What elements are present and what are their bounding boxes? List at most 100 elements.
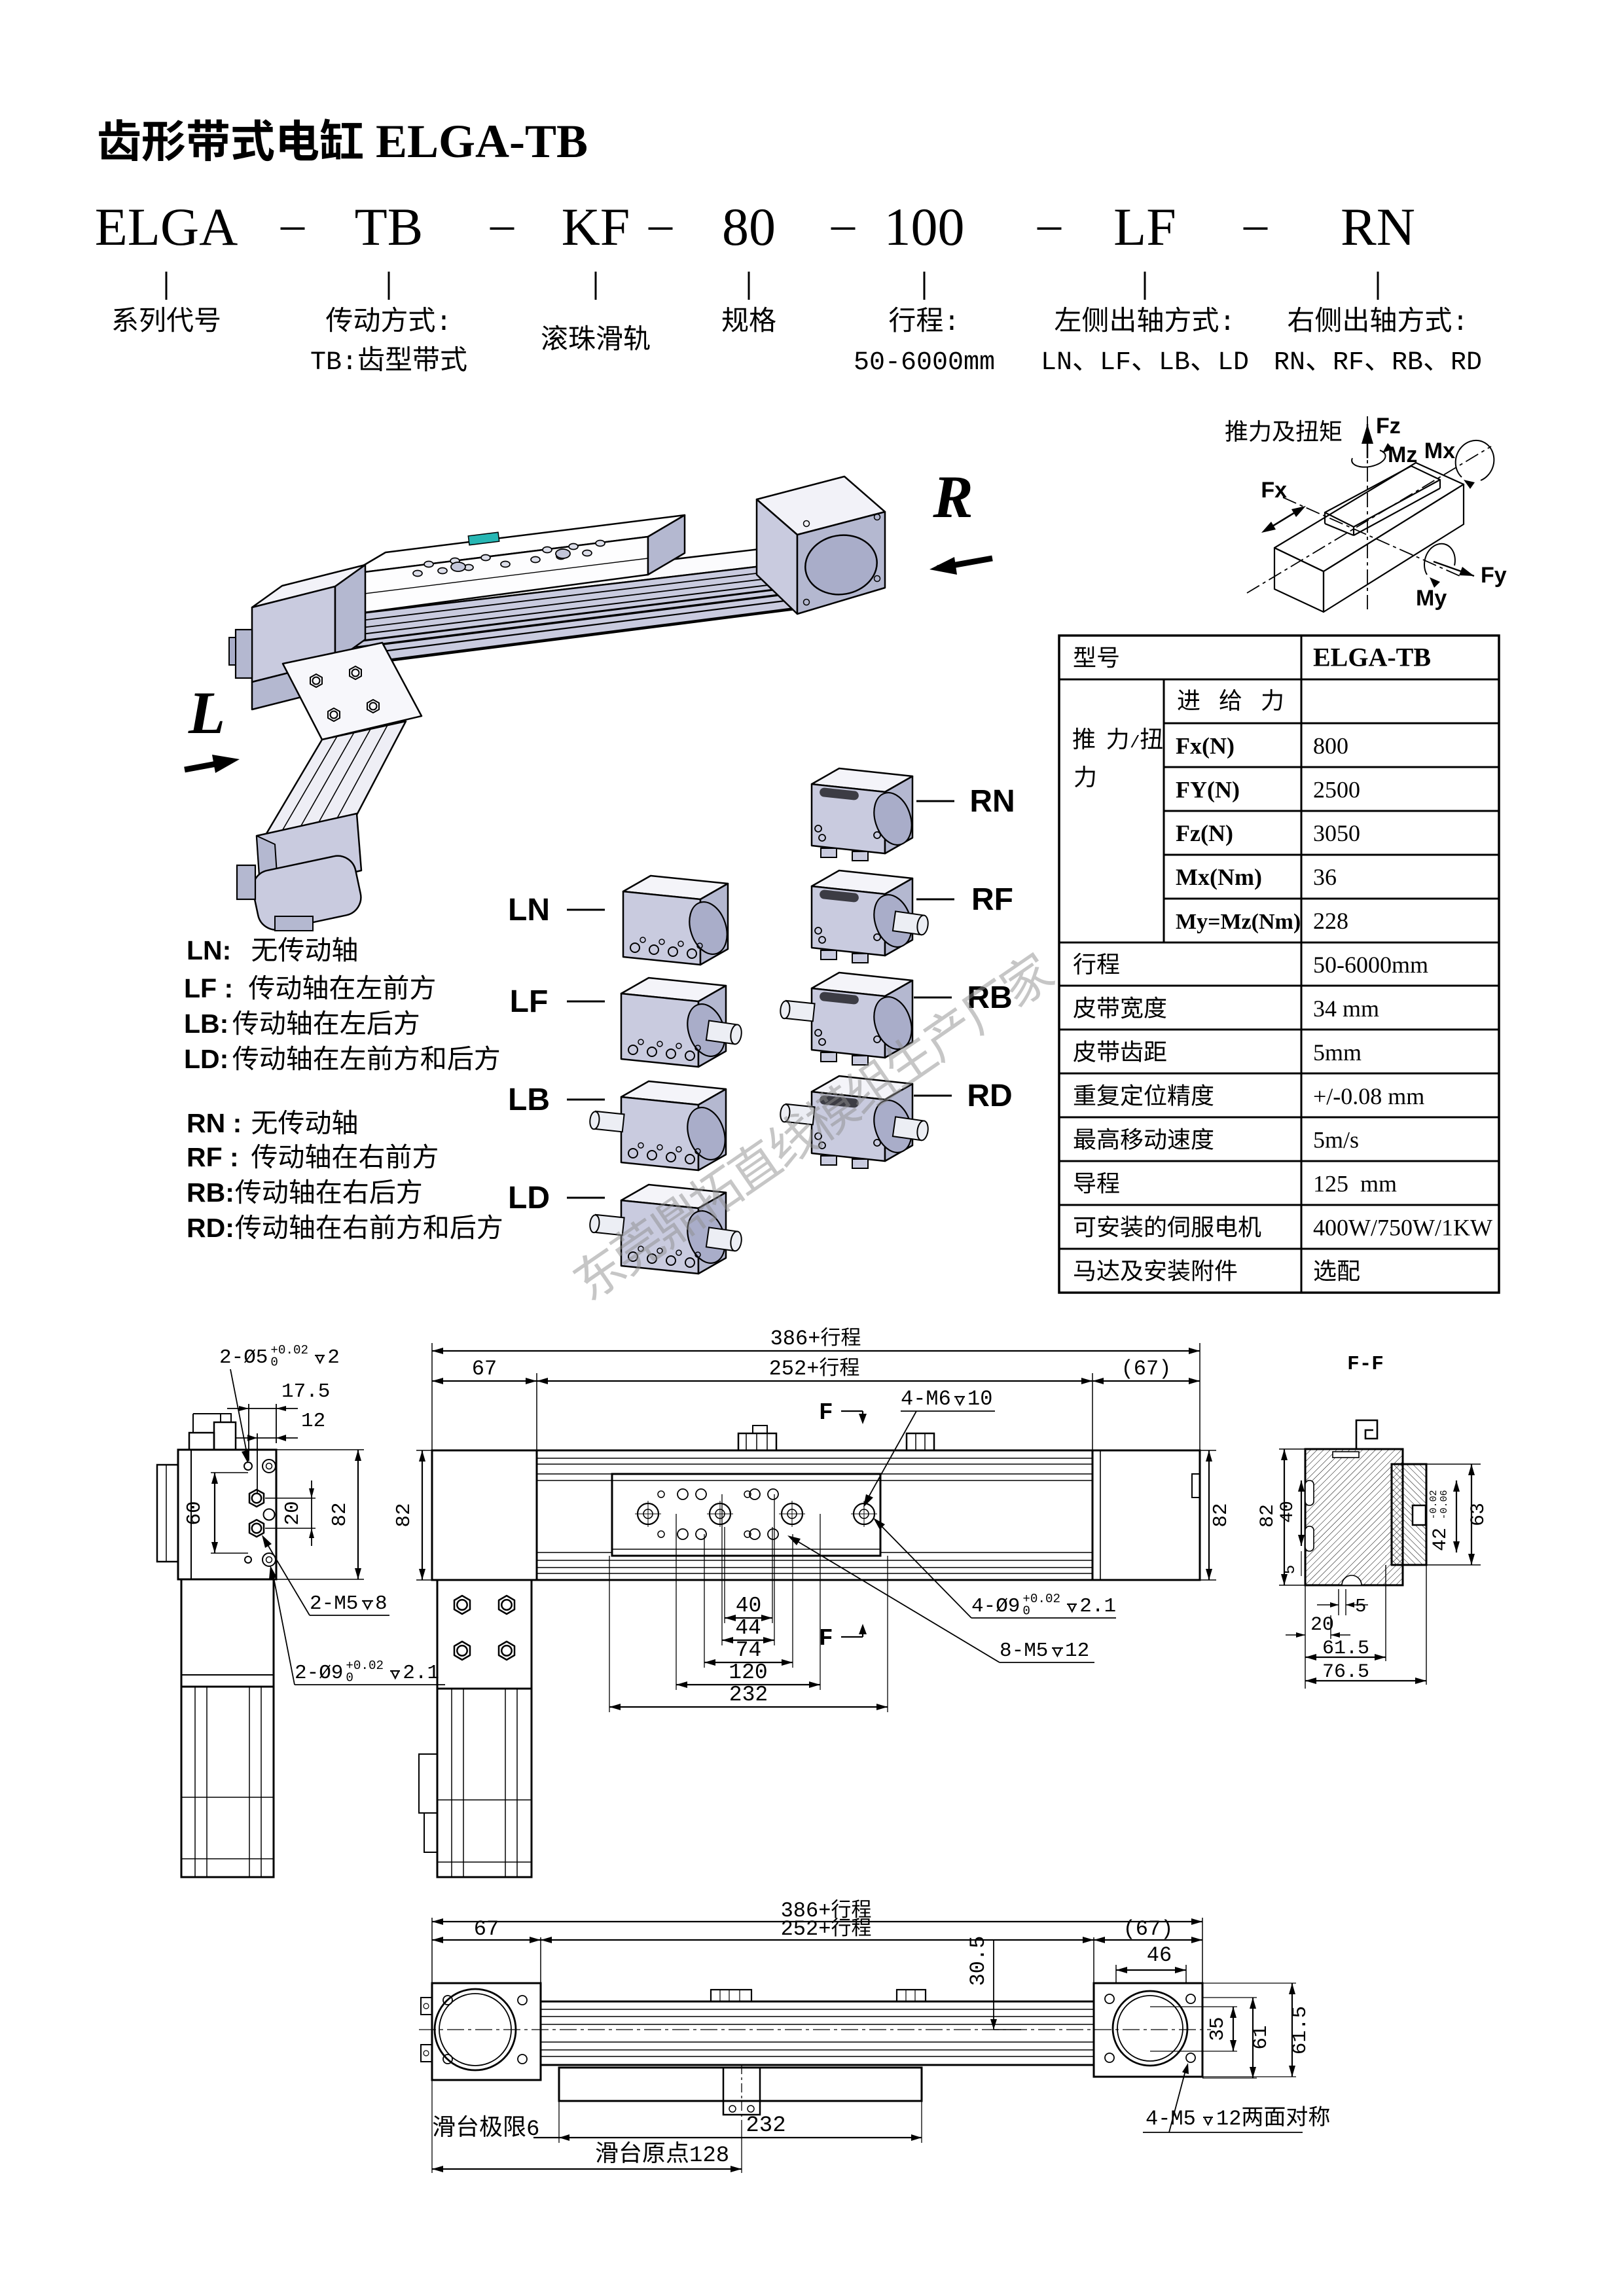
svg-text:ELGA-TB: ELGA-TB [1313,642,1431,672]
svg-text:LN: LN [1041,348,1072,378]
svg-text:120: 120 [729,1660,767,1685]
svg-text:–: – [280,198,305,250]
svg-text:F: F [819,1399,833,1426]
svg-text:Mz: Mz [1388,442,1417,467]
svg-text:RF :: RF : [187,1142,239,1172]
svg-text:80: 80 [722,197,776,257]
svg-text:ELGA: ELGA [95,197,238,257]
svg-text:125 mm: 125 mm [1313,1171,1397,1197]
svg-text:/: / [1130,733,1140,753]
svg-text:12: 12 [301,1410,325,1433]
svg-text:42: 42 [1430,1528,1452,1551]
svg-text:LF: LF [510,984,549,1019]
svg-text:400W/750W/1KW: 400W/750W/1KW [1313,1215,1492,1241]
svg-text:5mm: 5mm [1313,1039,1362,1066]
svg-text:LD: LD [508,1181,550,1215]
svg-text:RN: RN [969,784,1015,819]
svg-text:60: 60 [183,1501,206,1525]
svg-text:2-Ø9: 2-Ø9 [295,1662,343,1685]
svg-text:(67): (67) [1123,1917,1174,1941]
svg-text:100: 100 [884,197,965,257]
svg-text:RB:: RB: [187,1177,234,1208]
svg-text:5m/s: 5m/s [1313,1127,1359,1153]
svg-text:LF: LF [1113,197,1176,257]
svg-text:R: R [932,463,973,530]
svg-text:RB: RB [1392,348,1423,378]
svg-text:RN :: RN : [187,1108,242,1138]
svg-text:0: 0 [270,1355,278,1370]
svg-text:+0.02: +0.02 [1022,1592,1060,1606]
svg-text:44: 44 [735,1616,761,1640]
svg-text:34 mm: 34 mm [1313,996,1379,1022]
svg-text::: : [1452,307,1468,338]
svg-text:20: 20 [1310,1614,1334,1636]
svg-text:LF: LF [1100,348,1131,378]
svg-text:RF: RF [1333,348,1364,378]
svg-text:+0.02: +0.02 [270,1343,308,1357]
svg-text:-0.06: -0.06 [1439,1490,1450,1519]
svg-text:Fz: Fz [1376,414,1401,439]
svg-text:0: 0 [1022,1604,1030,1619]
svg-text:2.1: 2.1 [1079,1595,1116,1618]
svg-text:82: 82 [393,1503,416,1527]
svg-text:46: 46 [1147,1943,1172,1967]
svg-text:+/-0.08 mm: +/-0.08 mm [1313,1083,1424,1109]
svg-text:82: 82 [329,1502,352,1526]
svg-text:2-M5: 2-M5 [310,1592,358,1615]
svg-text:RD: RD [967,1079,1012,1113]
svg-text:ELGA-TB: ELGA-TB [376,115,588,168]
svg-text:0: 0 [346,1671,353,1685]
svg-text:F-F: F-F [1347,1353,1384,1376]
svg-text:2-Ø5: 2-Ø5 [219,1346,268,1369]
svg-text:61: 61 [1250,2025,1272,2049]
svg-text::: : [435,307,452,338]
svg-text:–: – [648,198,673,250]
svg-text:LB: LB [508,1083,550,1117]
svg-text:My=Mz(Nm): My=Mz(Nm) [1176,910,1301,934]
svg-text::: : [943,307,960,338]
svg-text:(67): (67) [1121,1357,1172,1381]
svg-text:RD: RD [1451,348,1482,378]
svg-text:40: 40 [736,1594,762,1618]
svg-text:–: – [1037,198,1062,250]
svg-text:RF: RF [971,882,1013,917]
svg-text:KF: KF [562,197,630,257]
svg-text:67: 67 [474,1917,499,1941]
svg-text:TB:: TB: [310,348,357,378]
svg-text:–: – [1243,198,1268,250]
svg-text:36: 36 [1313,864,1337,890]
svg-text:L: L [188,679,225,746]
svg-text:8-M5: 8-M5 [1000,1640,1048,1662]
svg-text:4-M6: 4-M6 [901,1387,951,1411]
svg-text:232: 232 [746,2113,785,2138]
svg-text:LB:: LB: [184,1009,228,1039]
svg-text:128: 128 [689,2144,729,2168]
svg-text:6: 6 [526,2117,539,2142]
svg-text:LN:: LN: [187,935,239,965]
svg-text:228: 228 [1313,908,1348,934]
svg-text:4-Ø9: 4-Ø9 [971,1595,1020,1618]
svg-text::: : [1219,307,1235,338]
svg-text:–: – [490,198,514,250]
svg-text:252+: 252+ [769,1357,820,1381]
svg-text:61.5: 61.5 [1322,1638,1369,1660]
svg-text:Fx(N): Fx(N) [1176,732,1235,759]
svg-text:8: 8 [375,1592,388,1615]
svg-text:35: 35 [1206,2017,1229,2041]
svg-text:FY(N): FY(N) [1176,776,1240,802]
svg-text:3050: 3050 [1313,820,1360,846]
svg-text:2: 2 [327,1346,340,1369]
svg-text:40: 40 [1278,1501,1298,1523]
svg-text:LF :: LF : [184,973,233,1003]
svg-text:12: 12 [1216,2107,1241,2131]
svg-text:252+: 252+ [781,1917,831,1941]
svg-text:Mx(Nm): Mx(Nm) [1176,864,1262,890]
svg-text:TB: TB [355,197,424,257]
svg-text:RD:: RD: [187,1213,234,1243]
svg-text:63: 63 [1468,1503,1490,1526]
svg-text:LB: LB [1159,348,1190,378]
svg-text:232: 232 [729,1683,768,1707]
svg-text:My: My [1416,586,1447,611]
svg-text:LD: LD [1218,348,1249,378]
svg-text:82: 82 [1257,1504,1279,1528]
